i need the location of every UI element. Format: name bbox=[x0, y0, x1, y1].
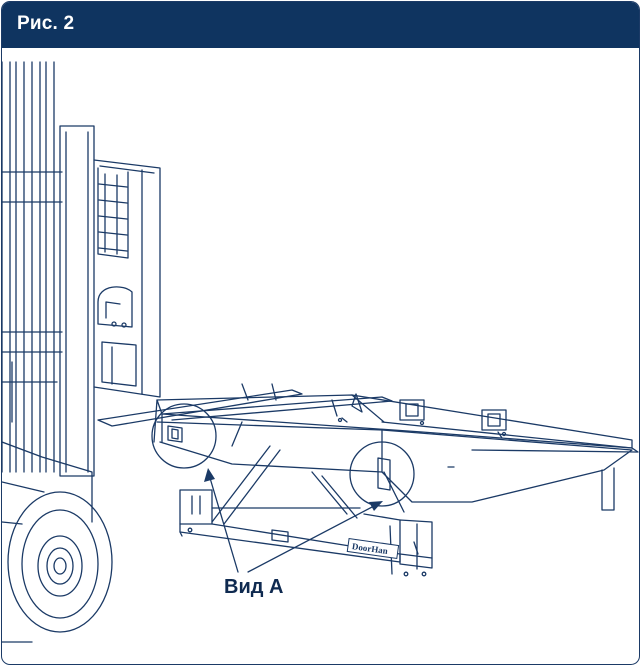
detail-circle-left bbox=[151, 403, 217, 469]
callout-arrows bbox=[209, 477, 375, 573]
brand-plate-text: DoorHan bbox=[351, 541, 388, 556]
ramp-deck bbox=[153, 393, 639, 511]
brand-plate: DoorHan bbox=[346, 538, 400, 559]
detail-circle-right bbox=[349, 441, 415, 507]
figure-title: Рис. 2 bbox=[17, 13, 75, 34]
scissor-legs bbox=[211, 445, 405, 525]
figure-header: Рис. 2 bbox=[2, 2, 639, 48]
view-a-label: Вид А bbox=[224, 576, 284, 598]
forks bbox=[97, 383, 393, 427]
forklift-wheel bbox=[2, 441, 113, 643]
arrowheads bbox=[204, 468, 383, 511]
illustration: DoorHan bbox=[2, 61, 639, 643]
forklift-mast bbox=[2, 61, 95, 477]
fork-carriage bbox=[93, 159, 161, 398]
